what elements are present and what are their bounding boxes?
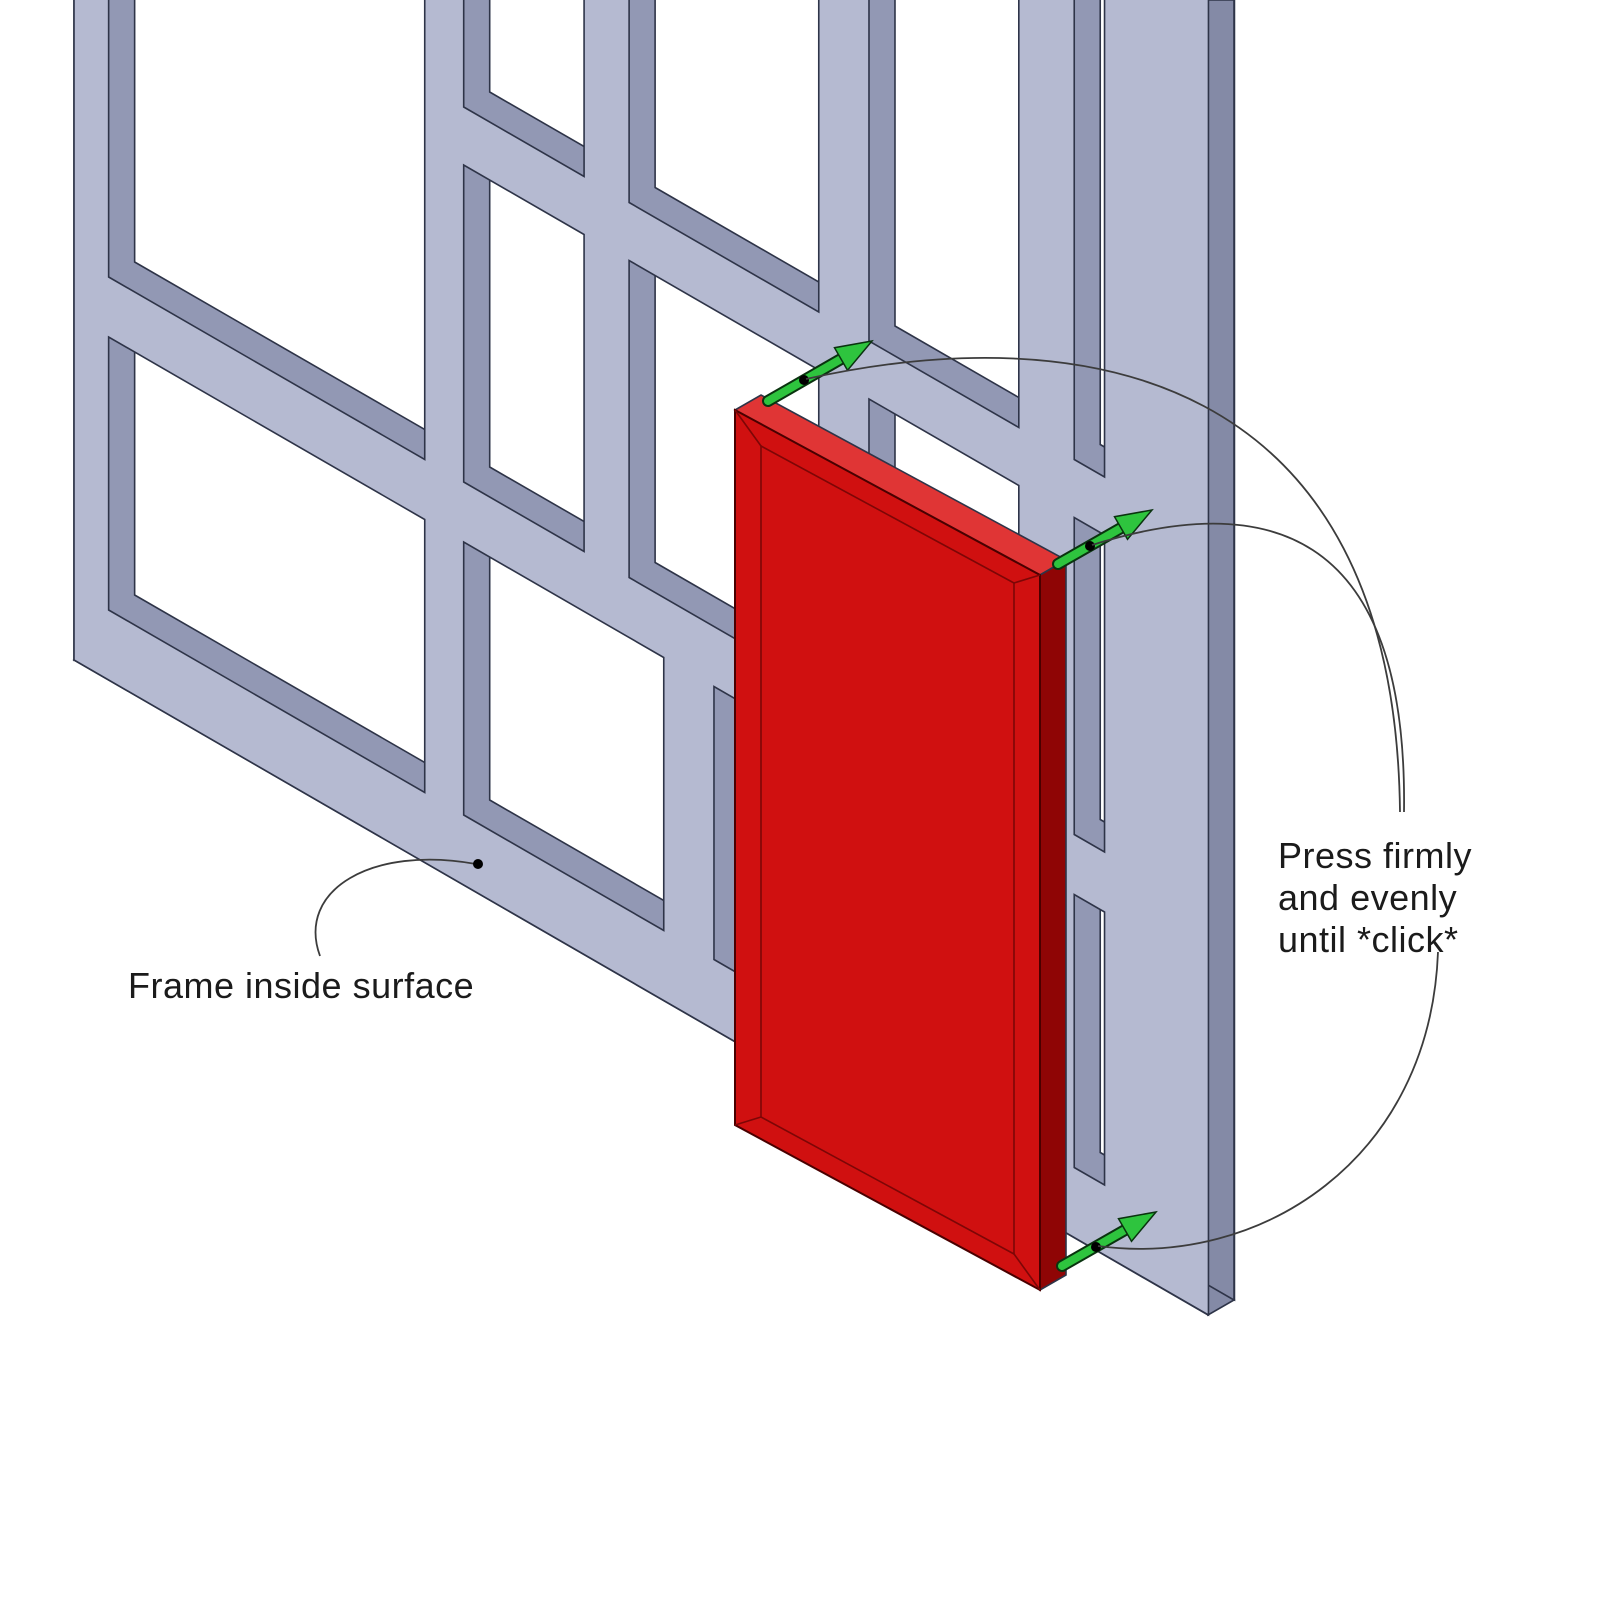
arrow-top-head bbox=[833, 339, 874, 372]
press-instruction-line-1: Press firmly bbox=[1278, 835, 1472, 876]
arrow-top-anchor-dot bbox=[799, 375, 809, 385]
arrow-middle-anchor-dot bbox=[1085, 541, 1095, 551]
sash-panel bbox=[733, 394, 1068, 1292]
press-direction-arrow-top bbox=[762, 339, 874, 407]
frame-label-anchor-dot bbox=[473, 859, 483, 869]
arrow-bottom-anchor-dot bbox=[1091, 1242, 1101, 1252]
frame-label-leader-line bbox=[314, 858, 477, 957]
press-leader-line-middle bbox=[1091, 522, 1405, 813]
arrow-middle-head bbox=[1113, 508, 1154, 541]
frame-surface-label: Frame inside surface bbox=[128, 965, 474, 1006]
press-leader-line-bottom bbox=[1097, 951, 1439, 1250]
press-instruction-line-3: until *click* bbox=[1278, 919, 1459, 960]
press-leader-line-top bbox=[805, 356, 1401, 813]
press-instruction-label: Press firmly and evenly until *click* bbox=[1278, 835, 1472, 960]
panel-corner-miters bbox=[734, 409, 1041, 1291]
press-direction-arrow-bottom bbox=[1056, 1210, 1158, 1272]
press-instruction-line-2: and evenly bbox=[1278, 877, 1457, 918]
arrow-bottom-head bbox=[1117, 1210, 1158, 1243]
press-direction-arrow-middle bbox=[1052, 508, 1154, 570]
panel-right-face bbox=[1039, 558, 1067, 1292]
